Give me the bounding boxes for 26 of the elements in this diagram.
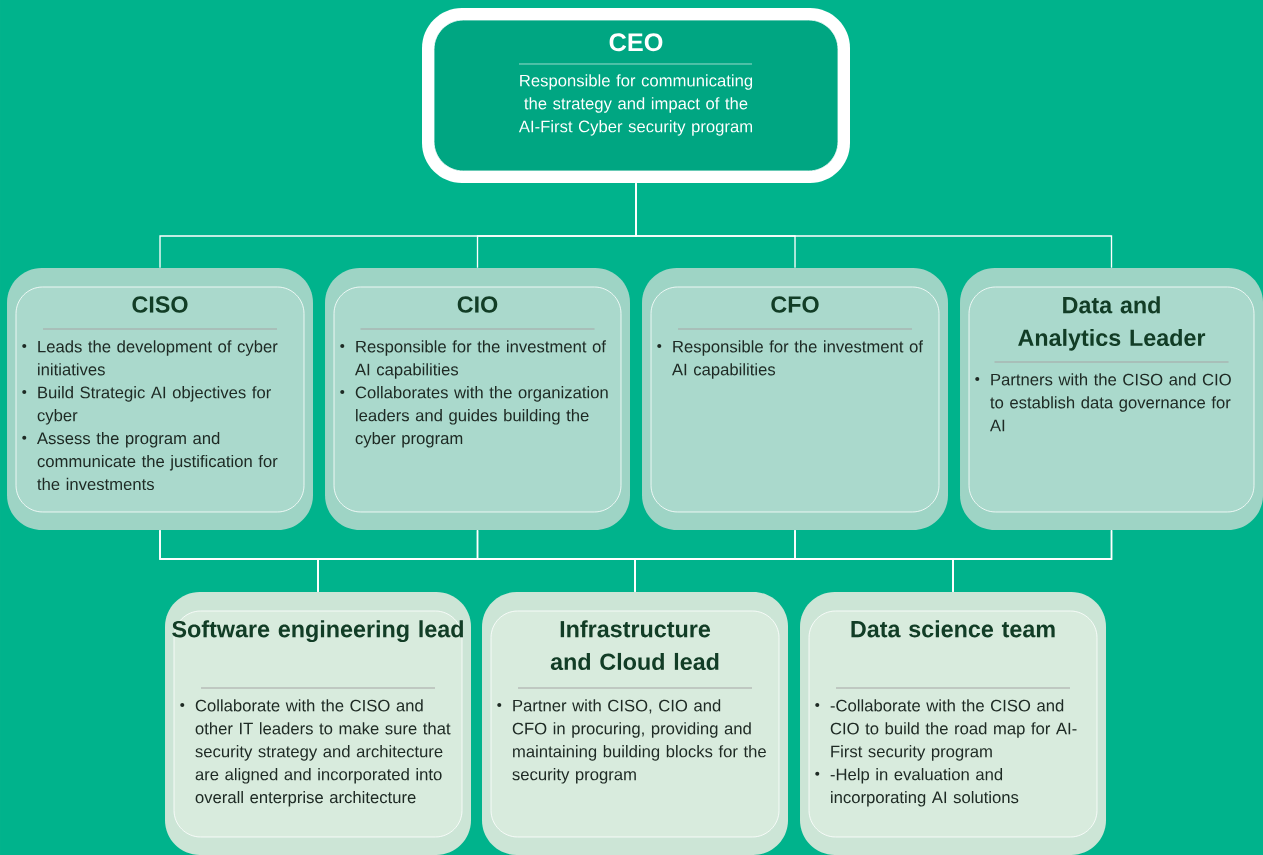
bullet-list: Responsible for the investment of AI capabilities Collaborates with the organization leaders and guides building the cyber program [340,340,608,448]
role-card [960,268,1263,530]
role-card [800,592,1106,855]
card-heading: Software engineering lead [172,620,463,643]
bullet-list: Partner with CISO, CIO and CFO in procuring, providing and maintaining building blocks for the security program [497,699,766,784]
card-heading: Data and Analytics Leader [1018,296,1206,351]
role-card [422,8,850,183]
card-description: Responsible for communicating the strategy and impact of the AI-First Cyber security program [518,74,753,136]
connector-line [635,182,1113,269]
card-heading: Infrastructure and Cloud lead [550,620,719,671]
card-heading: CEO [609,33,663,52]
role-card [642,268,948,530]
card-heading: Data science team [851,620,1055,638]
role-card [7,268,313,530]
card-heading: CFO [771,296,819,313]
role-card [165,592,471,855]
bullet-list: Leads the development of cyber initiatives Build Strategic AI objectives for cyber Assess the program and communicate the justification for the investments [22,340,278,491]
role-card [325,268,630,530]
bullet-list: Partners with the CISO and CIO to establish data governance for AI [975,373,1231,432]
bullet-list: Collaborate with the CISO and other IT leaders to make sure that security strategy and architecture are aligned and incorporated into overall enterprise architecture [180,699,451,807]
connector-line [952,529,1113,593]
role-card [482,592,788,855]
card-heading: CISO [132,296,188,313]
bullet-list: Responsible for the investment of AI capabilities [657,340,923,379]
card-heading: CIO [457,296,498,313]
bullet-list: -Collaborate with the CISO and CIO to build the road map for AI-First security program -Help in evaluation and incorporating AI solutions [815,699,1077,807]
